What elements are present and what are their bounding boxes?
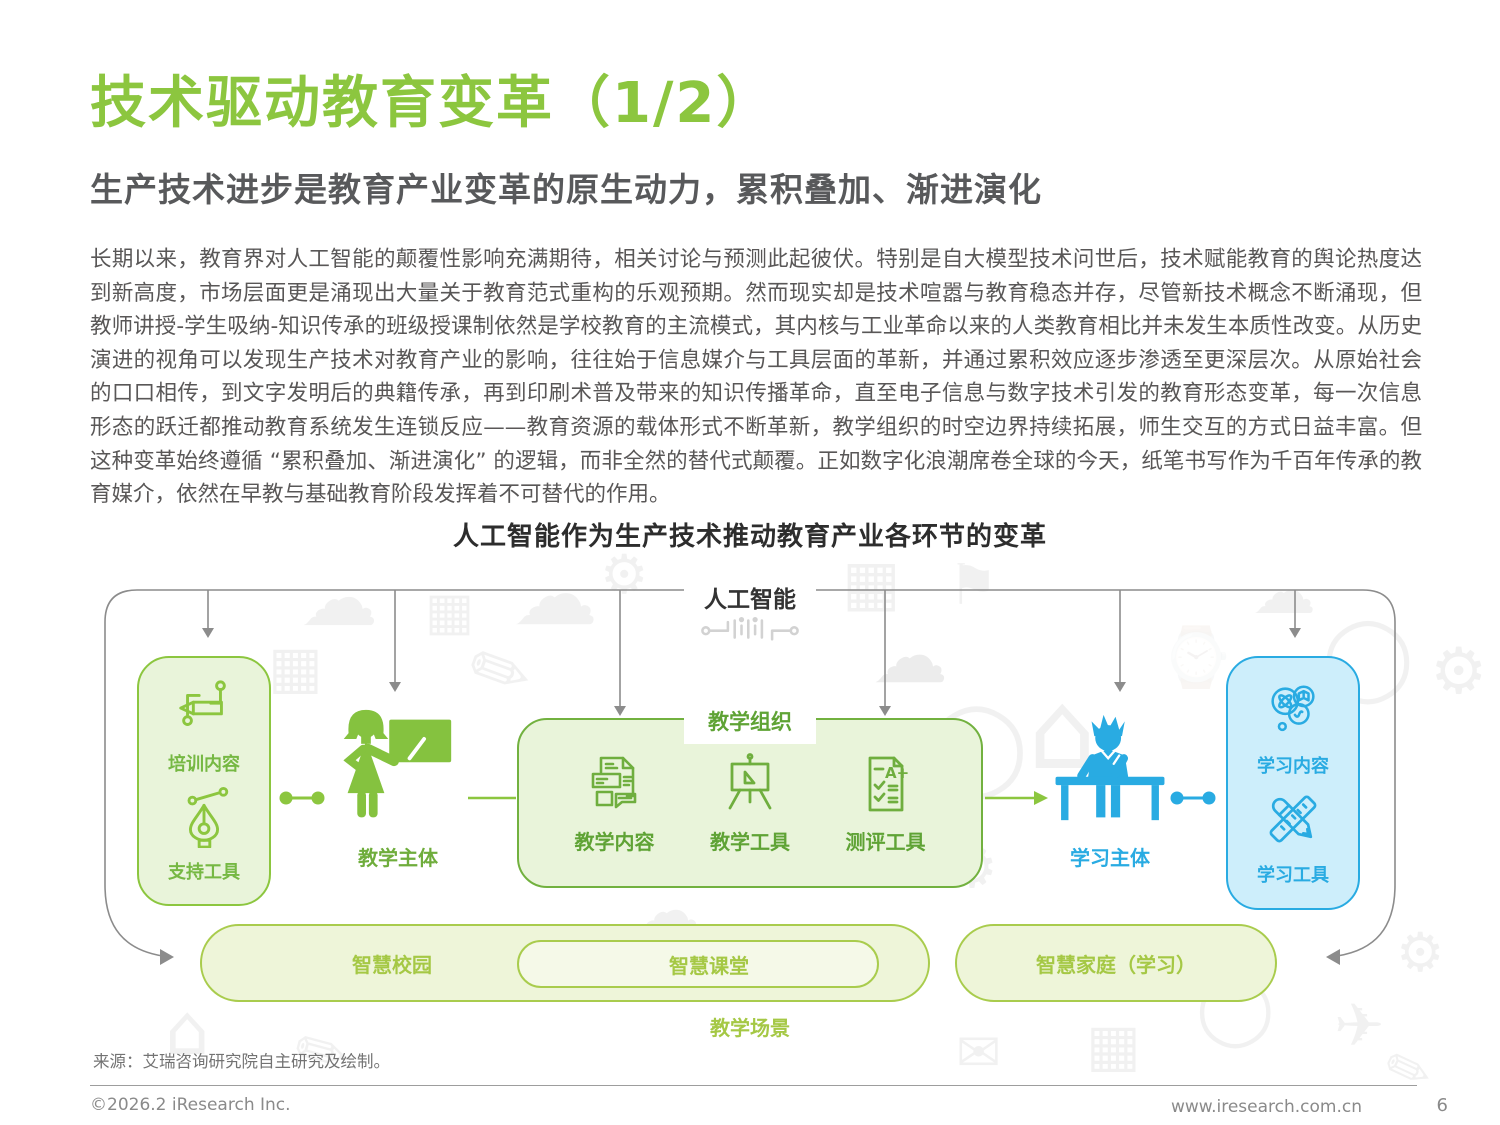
watermark-icon: ▦: [425, 582, 475, 642]
watermark-icon: ⚑: [948, 553, 999, 618]
smart-home-pill: 智慧家庭（学习）: [955, 924, 1277, 1002]
watermark-icon: ▦: [842, 546, 901, 619]
source-note: 来源：艾瑞咨询研究院自主研究及绘制。: [93, 1052, 390, 1071]
easel-icon: [728, 752, 772, 809]
student-desk-icon: [1055, 714, 1165, 821]
watermark-icon: ☁: [512, 545, 598, 645]
teacher-icon: [343, 709, 452, 818]
footer-copyright: ©2026.2 iResearch Inc.: [90, 1095, 291, 1115]
smart-campus-label: 智慧校园: [352, 952, 432, 977]
pencil-flowchart-icon: [179, 680, 226, 726]
ai-label: 人工智能: [684, 578, 816, 616]
circuit-icon: [701, 617, 799, 641]
teaching-organization-box: 教学组织 教学内容: [517, 698, 983, 888]
smart-classroom-label: 智慧课堂: [669, 953, 749, 978]
smart-home-label: 智慧家庭（学习）: [1036, 952, 1196, 977]
support-tools-label: 支持工具: [168, 862, 240, 883]
pencil-ruler-icon: [1269, 795, 1317, 843]
watermark-icon: ⚙: [1396, 921, 1445, 984]
footer-website: www.iresearch.com.cn: [1170, 1097, 1362, 1117]
assessment-tools-item: A+ 测评工具: [846, 752, 926, 855]
pen-tool-icon: [187, 786, 229, 848]
student-label: 学习主体: [1070, 846, 1150, 870]
teaching-content-label: 教学内容: [574, 829, 655, 854]
svg-text:A+: A+: [885, 764, 909, 782]
diagram-title: 人工智能作为生产技术推动教育产业各环节的变革: [452, 522, 1047, 552]
footer-page-number: 6: [1436, 1095, 1448, 1116]
blue-connector: [1170, 791, 1216, 805]
watermark-icon: ✎: [455, 621, 546, 723]
assessment-tools-label: 测评工具: [845, 829, 926, 854]
watermark-icon: ☁: [1252, 555, 1316, 629]
teaching-tools-label: 教学工具: [710, 829, 790, 854]
teacher-label: 教学主体: [358, 846, 438, 870]
document-stack-icon: [591, 756, 636, 808]
body-paragraph: 长期以来，教育界对人工智能的颠覆性影响充满期待，相关讨论与预测此起彼伏。特别是自…: [90, 247, 1422, 508]
watermark-icon: ⌚: [1160, 623, 1233, 691]
watermark-icon: ⚙: [600, 543, 649, 606]
idea-book-icon: [1271, 685, 1315, 731]
smart-campus-pill: 智慧校园 智慧课堂: [200, 924, 930, 1002]
learning-tools-label: 学习工具: [1257, 865, 1329, 887]
learning-content-label: 学习内容: [1257, 755, 1329, 777]
checklist-icon: A+: [868, 756, 909, 811]
teaching-scenes-caption: 教学场景: [710, 1016, 790, 1040]
footer-divider: [90, 1085, 1417, 1086]
page-title: 技术驱动教育变革（1/2）: [90, 71, 775, 136]
teaching-content-item: 教学内容: [575, 752, 655, 855]
watermark-icon: ⚙: [1430, 635, 1488, 709]
watermark-icon: ✎: [1376, 1033, 1441, 1108]
teaching-organization-label: 教学组织: [684, 698, 816, 744]
watermark-icon: ☁: [872, 611, 948, 700]
learning-box: 学习内容 学习工具: [1226, 656, 1360, 910]
training-content-label: 培训内容: [168, 754, 240, 775]
smart-classroom-pill: 智慧课堂: [517, 940, 879, 988]
training-box: 培训内容 支持工具: [137, 656, 271, 906]
watermark-icon: ▦: [268, 633, 323, 701]
teaching-tools-item: 教学工具: [710, 752, 790, 855]
watermark-icon: ☁: [300, 554, 378, 644]
page-subtitle: 生产技术进步是教育产业变革的原生动力，累积叠加、渐进演化: [90, 170, 1042, 209]
